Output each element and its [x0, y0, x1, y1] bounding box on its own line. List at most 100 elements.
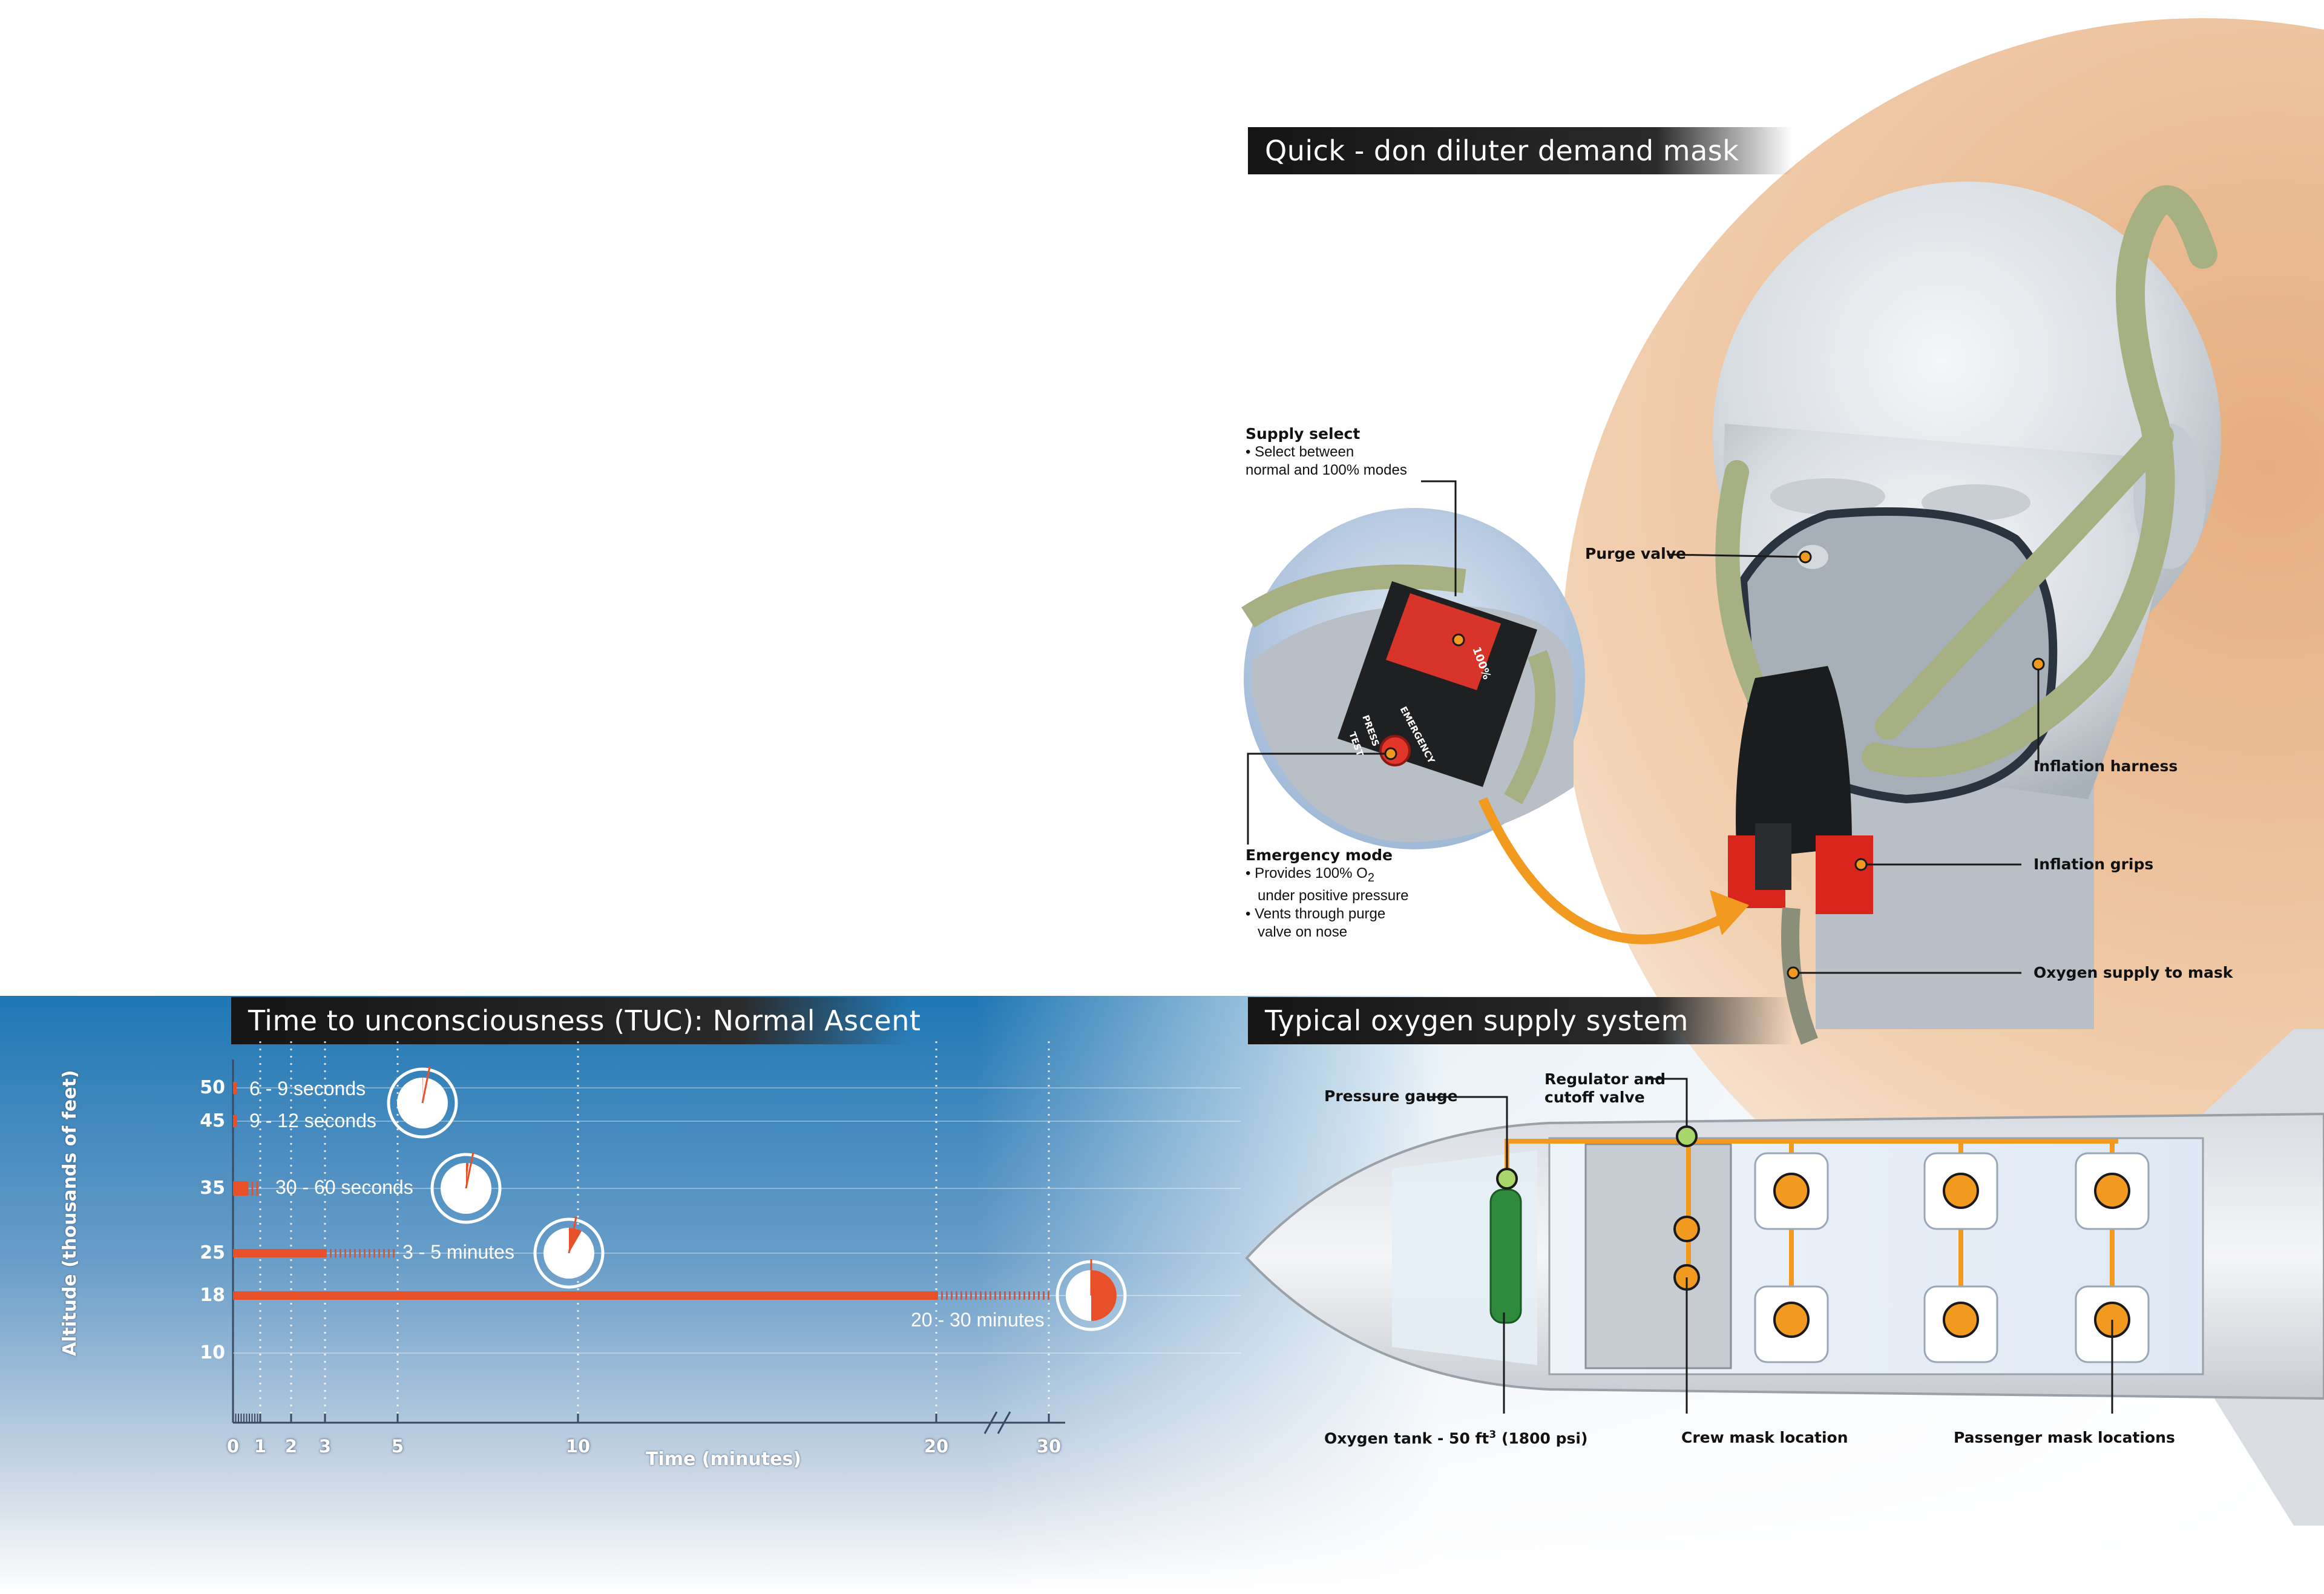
tuc-bar-range: [388, 1249, 390, 1257]
x-tick-label: 0: [226, 1436, 240, 1457]
tuc-bar-range: [1014, 1291, 1016, 1300]
clock-icon-ring: [430, 1153, 502, 1224]
tuc-section-title-text: Time to unconsciousness (TUC): Normal As…: [248, 1004, 921, 1037]
regulator-label-line-1: Regulator and: [1544, 1070, 1666, 1088]
mask-section-title-text: Quick - don diluter demand mask: [1265, 134, 1739, 167]
tuc-bar-range: [956, 1291, 957, 1300]
tuc-bar-range: [246, 1181, 249, 1196]
y-tick-label: 10: [200, 1342, 225, 1363]
tuc-bar-range: [369, 1249, 370, 1257]
tuc-bar-solid: [233, 1115, 237, 1127]
tuc-bar-solid: [233, 1181, 247, 1196]
clock-icon-wedge: [422, 1078, 423, 1103]
tuc-bar-range: [1028, 1291, 1030, 1300]
oxygen-tank-label: Oxygen tank - 50 ft3 (1800 psi): [1324, 1429, 1587, 1447]
tuc-bar-range: [946, 1291, 948, 1300]
tuc-bar-range: [349, 1249, 351, 1257]
tuc-bar-range: [999, 1291, 1001, 1300]
tuc-series-label: 6 - 9 seconds: [249, 1078, 366, 1099]
clock-icon-hand: [465, 1151, 474, 1189]
tuc-bar-range: [378, 1249, 380, 1257]
y-tick-label: 35: [200, 1177, 225, 1199]
x-tick-label: 20: [924, 1436, 949, 1457]
regulator-label: Regulator and cutoff valve: [1544, 1070, 1666, 1107]
y-tick-label: 50: [200, 1077, 225, 1098]
supply-section-title: Typical oxygen supply system: [1248, 997, 1793, 1044]
crew-mask-label: Crew mask location: [1681, 1429, 1848, 1446]
tuc-bar-solid: [233, 1291, 936, 1300]
tuc-bar-range: [936, 1291, 938, 1300]
tuc-bar-range: [1009, 1291, 1011, 1300]
emergency-mode-callout: Emergency mode • Provides 100% O2 under …: [1246, 846, 1408, 941]
oxygen-tank-label-sup: 3: [1489, 1429, 1497, 1441]
axis-break-mark: [997, 1411, 1011, 1434]
tuc-bar-range: [373, 1249, 375, 1257]
regulator-label-line-2: cutoff valve: [1544, 1088, 1645, 1106]
tuc-bar-range: [256, 1181, 258, 1196]
x-tick-label: 2: [284, 1436, 298, 1457]
tuc-bar-range: [359, 1249, 361, 1257]
x-tick-label: 10: [565, 1436, 591, 1457]
passenger-mask-label: Passenger mask locations: [1954, 1429, 2175, 1446]
tuc-bar-range: [1004, 1291, 1006, 1300]
mask-section-title: Quick - don diluter demand mask: [1248, 127, 1793, 174]
tuc-bar-range: [1033, 1291, 1035, 1300]
x-axis-title: Time (minutes): [646, 1449, 802, 1470]
head-illustration: [1713, 182, 2221, 1045]
clock-icon-hand: [421, 1066, 431, 1104]
oxygen-tank-label-suffix: (1800 psi): [1496, 1429, 1588, 1447]
clock-icon-ring: [533, 1217, 605, 1289]
tuc-bar-range: [364, 1249, 366, 1257]
tuc-bar-range: [985, 1291, 986, 1300]
tuc-bar-solid: [233, 1249, 325, 1257]
clock-icon-wedge: [1091, 1270, 1117, 1321]
tuc-bar-range: [1048, 1291, 1049, 1300]
x-tick-label: 1: [254, 1436, 267, 1457]
emergency-line-1-prefix: • Provides 100% O: [1246, 865, 1368, 881]
tuc-bar-range: [325, 1249, 327, 1257]
tuc-bar-range: [354, 1249, 356, 1257]
aircraft-diagram: [1245, 1029, 2324, 1526]
tuc-bar-range: [1023, 1291, 1025, 1300]
emergency-mode-line-4: valve on nose: [1258, 923, 1348, 940]
supply-select-line-1: • Select between: [1246, 444, 1354, 460]
tuc-series-label: 9 - 12 seconds: [249, 1110, 376, 1131]
emergency-mode-line-3: • Vents through purge: [1246, 905, 1386, 922]
inflation-harness-label: Inflation harness: [2034, 757, 2178, 775]
y-tick-label: 18: [200, 1285, 225, 1306]
tuc-bar-range: [340, 1249, 341, 1257]
inflation-grips-label: Inflation grips: [2034, 855, 2154, 873]
purge-valve-label: Purge valve: [1585, 545, 1686, 562]
x-tick-label: 3: [318, 1436, 332, 1457]
y-tick-label: 25: [200, 1242, 225, 1263]
tuc-bar-range: [970, 1291, 972, 1300]
tuc-bar-range: [1043, 1291, 1045, 1300]
pressure-gauge-label: Pressure gauge: [1324, 1087, 1458, 1105]
supply-select-heading: Supply select: [1246, 425, 1361, 443]
tuc-bar-range: [383, 1249, 385, 1257]
tuc-series-label: 3 - 5 minutes: [402, 1241, 514, 1263]
tuc-series-label: 20 - 30 minutes: [911, 1309, 1045, 1331]
tuc-bar-range: [393, 1249, 395, 1257]
oxygen-tank-label-prefix: Oxygen tank - 50 ft: [1324, 1429, 1489, 1447]
emergency-mode-line-1: • Provides 100% O2: [1246, 865, 1408, 887]
emergency-line-1-sub: 2: [1367, 871, 1374, 884]
tuc-chart: [232, 1041, 1241, 1434]
tuc-series-label: 30 - 60 seconds: [275, 1176, 413, 1198]
supply-select-line-2: normal and 100% modes: [1246, 462, 1407, 478]
tuc-bar-range: [980, 1291, 982, 1300]
tuc-bar-range: [994, 1291, 996, 1300]
x-tick-label: 5: [391, 1436, 404, 1457]
tuc-bar-range: [990, 1291, 991, 1300]
clock-icon-ring: [387, 1067, 458, 1139]
tuc-section-title: Time to unconsciousness (TUC): Normal As…: [231, 997, 921, 1044]
oxygen-supply-label: Oxygen supply to mask: [2034, 964, 2233, 981]
tuc-bar-range: [330, 1249, 332, 1257]
tuc-bar-solid: [233, 1082, 237, 1094]
tuc-bar-range: [344, 1249, 346, 1257]
y-tick-label: 45: [200, 1110, 225, 1131]
tuc-bar-range: [965, 1291, 967, 1300]
axis-break-mark: [983, 1411, 998, 1434]
tuc-bar-range: [941, 1291, 943, 1300]
